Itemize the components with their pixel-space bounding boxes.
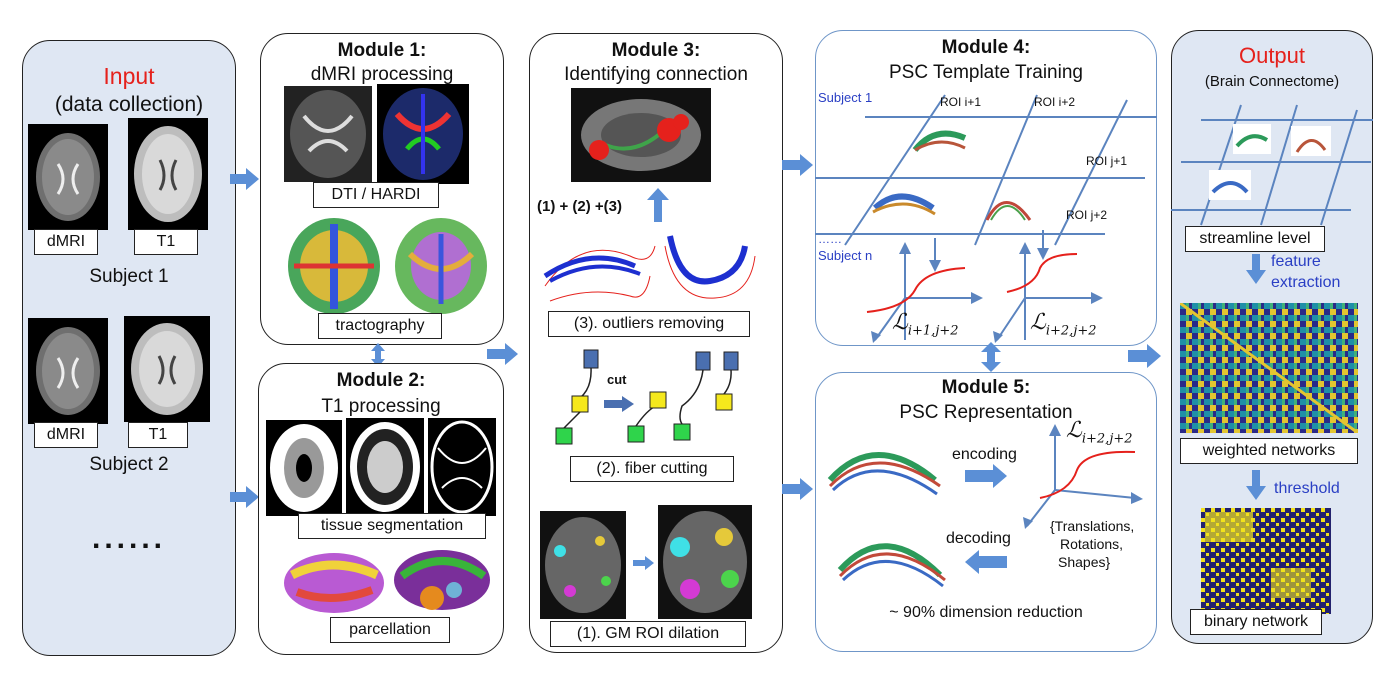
arrow-to-output: [1128, 344, 1161, 368]
loss-i1-j2: ℒi+1,j+2: [892, 310, 959, 338]
psc-loss-sub: i+2,j+2: [1081, 431, 1133, 447]
weighted-network-matrix: [1179, 301, 1359, 435]
module5-panel: Module 5: PSC Representation: [815, 372, 1157, 652]
fiber-cutting-diagram: [552, 348, 752, 448]
encoding-label: encoding: [952, 446, 1017, 463]
module4-title: Module 4:: [941, 37, 1031, 58]
segmentation-image-2: [346, 418, 424, 516]
module4-panel: Module 4: PSC Template Training: [815, 30, 1157, 346]
loss-i1-j2-symbol: ℒ: [892, 310, 908, 335]
module4-dots: ……: [818, 232, 842, 246]
loss-i2-j2: ℒi+2,j+2: [1030, 310, 1097, 338]
gm-roi-after-image: [658, 505, 752, 619]
streamline-level-label: streamline level: [1185, 226, 1325, 252]
weighted-networks-label: weighted networks: [1180, 438, 1358, 464]
parcellation-label: parcellation: [330, 617, 450, 643]
arrow-input-to-module2: [230, 486, 259, 508]
arrow-module3-to-module4: [782, 154, 813, 176]
tractography-label: tractography: [318, 313, 442, 339]
loss-i2-j2-sub: i+2,j+2: [1045, 323, 1097, 339]
subject2-dmri-image: [28, 318, 108, 424]
output-subtitle: (Brain Connectome): [1204, 73, 1340, 90]
arrow-input-to-module1: [230, 168, 259, 190]
subject2-t1-image: [124, 316, 210, 422]
arrow-module1-module2: [371, 343, 385, 367]
tractography-coronal-image: [284, 214, 384, 318]
cut-label: cut: [607, 372, 627, 387]
subject1-t1-label: T1: [134, 229, 198, 255]
module2-title: Module 2:: [336, 370, 426, 391]
input-title: Input: [103, 63, 155, 89]
module3-title: Module 3:: [611, 40, 701, 61]
input-ellipsis: ......: [91, 522, 166, 555]
output-title: Output: [1238, 43, 1306, 68]
fiber-cutting-label: (2). fiber cutting: [570, 456, 734, 482]
psc-loss-label: ℒi+2,j+2: [1066, 418, 1133, 446]
arrow-feature-extraction: [1246, 254, 1266, 284]
arrow-module4-module5: [981, 342, 1001, 372]
roi-grid: [815, 94, 1157, 343]
outliers-removing-label: (3). outliers removing: [548, 311, 750, 337]
input-subtitle: (data collection): [54, 93, 204, 116]
outlier-fibers-image: [540, 226, 760, 312]
streamline-grid: [1171, 104, 1373, 226]
arrow-module3-to-module5: [782, 478, 813, 500]
subject1-t1-image: [128, 118, 208, 230]
module2-subtitle: T1 processing: [321, 396, 441, 417]
module5-subtitle: PSC Representation: [899, 402, 1073, 423]
module3-subtitle: Identifying connection: [564, 64, 748, 85]
subject1-caption: Subject 1: [89, 266, 169, 287]
module5-title: Module 5:: [941, 377, 1031, 398]
decoding-label: decoding: [946, 530, 1011, 547]
gm-roi-dilation-label: (1). GM ROI dilation: [550, 621, 746, 647]
arrow-to-module3: [487, 343, 518, 365]
gm-roi-before-image: [540, 511, 626, 619]
module4-subjectn: Subject n: [818, 248, 873, 263]
combo-label: (1) + (2) +(3): [537, 198, 623, 215]
dti-fa-image: [284, 86, 372, 182]
tissue-segmentation-label: tissue segmentation: [298, 513, 486, 539]
module4-subtitle: PSC Template Training: [889, 62, 1083, 83]
arrow-combo-up: [647, 188, 669, 222]
arrow-threshold: [1246, 470, 1266, 500]
subject2-caption: Subject 2: [89, 454, 169, 475]
loss-i2-j2-symbol: ℒ: [1030, 310, 1046, 335]
subject2-t1-label: T1: [128, 422, 188, 448]
psc-representation-diagram: [827, 424, 1143, 588]
module1-subtitle: dMRI processing: [310, 64, 454, 85]
dimension-reduction-label: ~ 90% dimension reduction: [889, 604, 1083, 621]
psc-params-2: Rotations,: [1060, 536, 1124, 552]
subject1-dmri-label: dMRI: [34, 229, 98, 255]
loss-i1-j2-sub: i+1,j+2: [907, 323, 959, 339]
psc-params-1: {Translations,: [1050, 518, 1135, 534]
dti-hardi-label: DTI / HARDI: [313, 182, 439, 208]
segmentation-image-3: [428, 418, 496, 516]
roi-j2-label: ROI j+2: [1066, 208, 1108, 222]
feature-extraction-label-2: extraction: [1271, 274, 1341, 291]
feature-extraction-label-1: feature: [1271, 253, 1321, 270]
roi-j1-label: ROI j+1: [1086, 154, 1128, 168]
threshold-label: threshold: [1274, 480, 1340, 497]
parcellation-lateral-image: [282, 550, 386, 616]
psc-loss-symbol: ℒ: [1066, 418, 1082, 443]
subject2-dmri-label: dMRI: [34, 422, 98, 448]
binary-network-label: binary network: [1190, 609, 1322, 635]
module4-subject1: Subject 1: [818, 90, 873, 105]
tractography-axial-image: [390, 214, 492, 318]
roi-i1-label: ROI i+1: [940, 95, 982, 109]
psc-params-3: Shapes}: [1058, 554, 1111, 570]
connection-brain-image: [571, 88, 711, 182]
module1-title: Module 1:: [337, 40, 427, 61]
roi-i2-label: ROI i+2: [1034, 95, 1076, 109]
subject1-dmri-image: [28, 124, 108, 230]
arrow-roi-dilation: [633, 556, 654, 570]
binary-network-matrix: [1201, 508, 1331, 614]
parcellation-medial-image: [392, 546, 492, 618]
dti-color-image: [377, 84, 469, 184]
segmentation-image-1: [266, 420, 342, 516]
